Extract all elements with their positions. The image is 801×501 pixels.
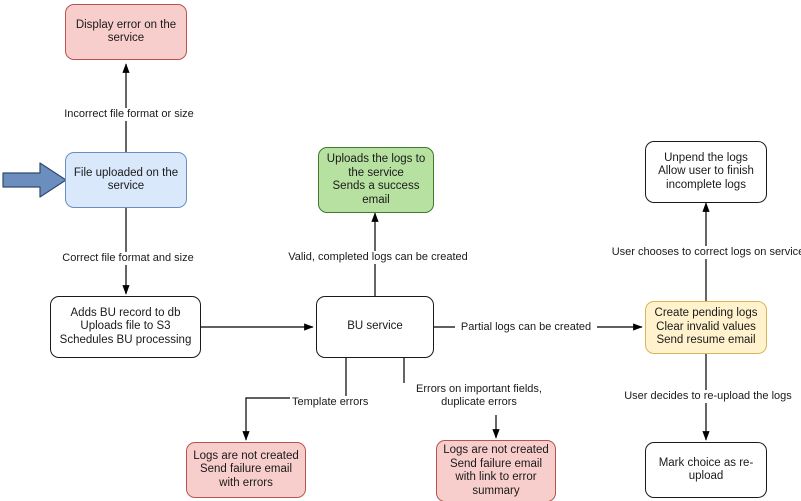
edge-label-correct-format: Correct file format and size (56, 252, 200, 265)
start-arrow-icon (2, 162, 67, 198)
edge-label-template-errors: Template errors (290, 396, 376, 409)
edge-label-valid-logs: Valid, completed logs can be created (283, 251, 473, 264)
node-display-error[interactable]: Display error on the service (65, 4, 187, 60)
node-logs-not-created-fields[interactable]: Logs are not created Send failure email … (436, 440, 556, 501)
edge-label-incorrect-format: Incorrect file format or size (57, 108, 201, 121)
node-bu-service[interactable]: BU service (316, 296, 434, 358)
node-adds-bu-record[interactable]: Adds BU record to db Uploads file to S3 … (50, 296, 201, 358)
node-unpend-the-logs[interactable]: Unpend the logs Allow user to finish inc… (645, 141, 767, 203)
node-uploads-the-logs[interactable]: Uploads the logs to the service Sends a … (318, 147, 434, 213)
node-logs-not-created-template[interactable]: Logs are not created Send failure email … (186, 442, 306, 498)
edge-label-important-fields: Errors on important fields, duplicate er… (393, 383, 565, 409)
node-mark-choice-as-reupload[interactable]: Mark choice as re- upload (645, 442, 767, 498)
edge-label-user-reupload: User decides to re-upload the logs (608, 390, 801, 403)
edge-label-user-corrects: User chooses to correct logs on service (608, 246, 801, 259)
node-file-uploaded[interactable]: File uploaded on the service (65, 152, 187, 208)
edge-label-partial-logs: Partial logs can be created (455, 321, 597, 334)
node-create-pending-logs[interactable]: Create pending logs Clear invalid values… (645, 301, 767, 354)
